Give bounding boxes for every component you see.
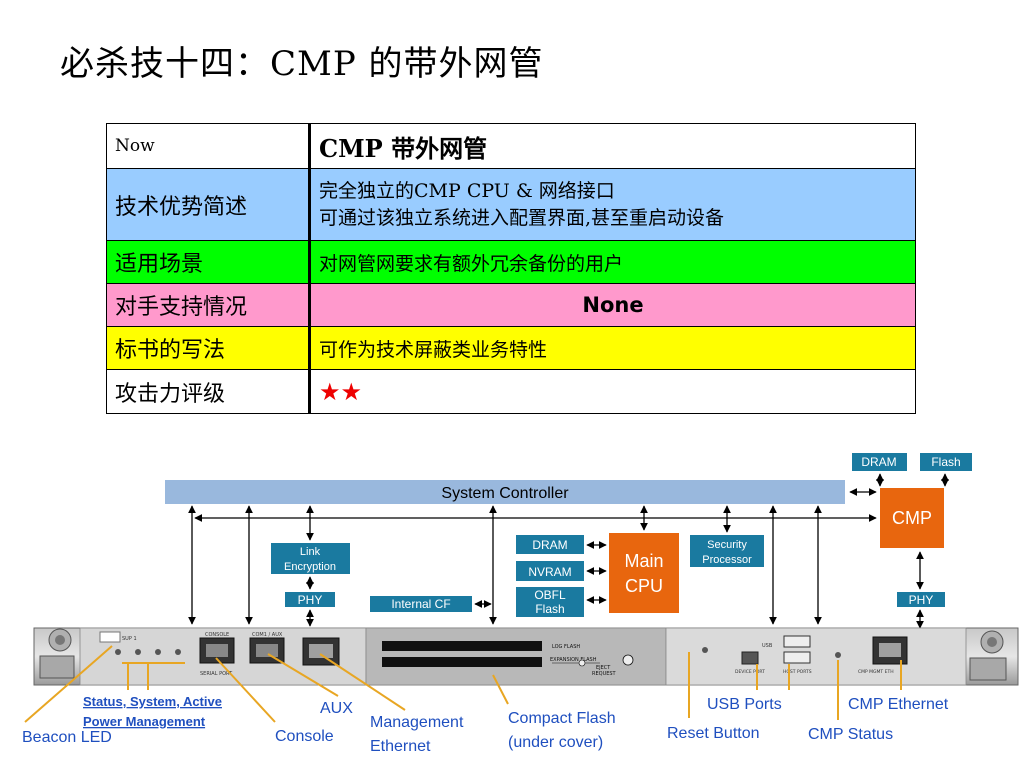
link-encryption-line-2: Encryption xyxy=(284,561,336,573)
led xyxy=(135,649,141,655)
nvram-block xyxy=(516,561,584,581)
row-value-scenario: 对网管网要求有额外冗余备份的用户 xyxy=(309,240,916,284)
obfl-line-1: OBFL xyxy=(534,588,566,602)
compact-flash-callout-line-1: Compact Flash xyxy=(508,710,616,727)
status-leds xyxy=(115,649,181,655)
supervisor-front-panel: SUP 1 CONSOLE SERIAL PORT COM1 / AUX LOG… xyxy=(33,627,1019,686)
cmp-flash-label: Flash xyxy=(931,455,960,469)
usb-host-port-2[interactable] xyxy=(783,651,811,664)
serial-port-silk: SERIAL PORT xyxy=(200,671,233,677)
main-cpu-line-2: CPU xyxy=(625,576,663,596)
slot-label-plate xyxy=(99,631,121,643)
row-label-advantage: 技术优势简述 xyxy=(106,168,311,241)
system-controller-label: System Controller xyxy=(441,485,569,502)
aux-silk: COM1 / AUX xyxy=(252,632,283,638)
table-row: 标书的写法 可作为技术屏蔽类业务特性 xyxy=(106,326,916,370)
beacon-led-callout: Beacon LED xyxy=(22,729,112,746)
dram-label: DRAM xyxy=(532,538,567,552)
usb-silk: USB xyxy=(762,643,773,649)
security-processor-block xyxy=(690,535,764,567)
security-line-2: Processor xyxy=(702,554,752,566)
eject-silk-2: REQUEST xyxy=(592,671,617,677)
usb-device-port[interactable] xyxy=(741,651,759,665)
obfl-flash-block xyxy=(516,587,584,617)
row-value-now: CMP 带外网管 xyxy=(309,123,916,169)
ejector-left xyxy=(39,628,75,679)
aux-callout: AUX xyxy=(320,700,353,717)
row-value-tender: 可作为技术屏蔽类业务特性 xyxy=(309,326,916,370)
console-callout: Console xyxy=(275,728,334,745)
management-callout-line-1: Management xyxy=(370,714,464,731)
expansion-flash-silk: EXPANSION FLASH xyxy=(550,657,597,663)
flash-slot-2 xyxy=(382,657,542,667)
phy-left-block xyxy=(285,592,335,607)
led xyxy=(115,649,121,655)
cmp-block xyxy=(880,488,944,548)
system-controller-bar xyxy=(165,480,845,504)
cmp-status-led xyxy=(835,652,841,658)
callout-lines xyxy=(24,645,902,723)
eject-silk-1: EJECT xyxy=(596,665,611,671)
led xyxy=(155,649,161,655)
table-row: Now CMP 带外网管 xyxy=(106,123,916,169)
feature-table: Now CMP 带外网管 技术优势简述 完全独立的CMP CPU & 网络接口 … xyxy=(106,123,916,414)
device-port-silk: DEVICE PORT xyxy=(735,669,765,675)
internal-cf-block xyxy=(370,596,472,612)
page-title: 必杀技十四：CMP 的带外网管 xyxy=(60,44,544,84)
status-callout-line-1: Status, System, Active xyxy=(83,694,222,709)
cmp-status-callout: CMP Status xyxy=(808,726,893,743)
advantage-line-2: 可通过该独立系统进入配置界面,甚至重启动设备 xyxy=(319,206,725,229)
usb-host-port-1[interactable] xyxy=(783,635,811,648)
reset-button[interactable] xyxy=(702,647,708,653)
main-cpu-line-1: Main xyxy=(624,551,663,571)
security-line-1: Security xyxy=(707,539,747,551)
led xyxy=(175,649,181,655)
row-value-rating: ★★ xyxy=(309,369,916,414)
cmp-flash-block xyxy=(920,453,972,471)
cmp-ethernet-callout: CMP Ethernet xyxy=(848,696,949,713)
status-callout-line-2: Power Management xyxy=(83,714,206,729)
callout-labels: Status, System, Active Power Management … xyxy=(22,694,949,755)
management-callout-line-2: Ethernet xyxy=(370,738,431,755)
obfl-line-2: Flash xyxy=(535,602,564,616)
main-cpu-block xyxy=(609,533,679,613)
usb-ports-callout: USB Ports xyxy=(707,696,782,713)
phy-right-label: PHY xyxy=(909,593,934,607)
link-encryption-line-1: Link xyxy=(300,546,321,558)
row-label-now: Now xyxy=(106,123,311,169)
cmp-mgmt-silk: CMP MGMT ETH xyxy=(858,669,894,675)
table-row: 攻击力评级 ★★ xyxy=(106,369,916,414)
reset-button-callout: Reset Button xyxy=(667,725,760,742)
cmp-label: CMP xyxy=(892,508,932,528)
log-flash-silk: LOG FLASH xyxy=(552,644,580,650)
nvram-label: NVRAM xyxy=(528,565,571,579)
advantage-line-1: 完全独立的CMP CPU & 网络接口 xyxy=(319,179,615,202)
slot-label: SUP 1 xyxy=(122,636,137,642)
console-silk: CONSOLE xyxy=(205,632,229,638)
link-encryption-block xyxy=(271,543,350,574)
dram-block xyxy=(516,535,584,554)
host-ports-silk: HOST PORTS xyxy=(783,669,812,675)
cmp-dram-block xyxy=(852,453,907,471)
internal-cf-label: Internal CF xyxy=(391,597,450,611)
table-row: 技术优势简述 完全独立的CMP CPU & 网络接口 可通过该独立系统进入配置界… xyxy=(106,168,916,241)
phy-left-label: PHY xyxy=(298,593,323,607)
cmp-dram-label: DRAM xyxy=(861,455,896,469)
row-label-rating: 攻击力评级 xyxy=(106,369,311,414)
table-row: 适用场景 对网管网要求有额外冗余备份的用户 xyxy=(106,240,916,284)
compact-flash-callout-line-2: (under cover) xyxy=(508,734,603,751)
phy-right-block xyxy=(897,592,945,607)
row-label-competitor: 对手支持情况 xyxy=(106,283,311,327)
diagram-connectors xyxy=(188,473,949,629)
row-value-advantage: 完全独立的CMP CPU & 网络接口 可通过该独立系统进入配置界面,甚至重启动… xyxy=(309,168,916,241)
flash-slot-1 xyxy=(382,641,542,651)
ejector-right xyxy=(969,630,1007,681)
eject-button[interactable] xyxy=(622,654,634,666)
row-label-tender: 标书的写法 xyxy=(106,326,311,370)
row-label-scenario: 适用场景 xyxy=(106,240,311,284)
